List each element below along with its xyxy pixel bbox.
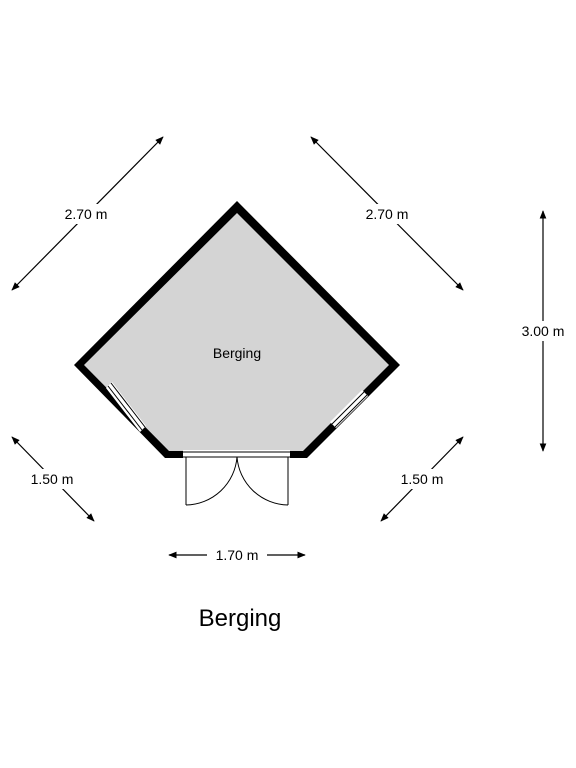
room-floor — [84, 213, 389, 451]
room-label: Berging — [213, 345, 261, 361]
svg-text:1.70 m: 1.70 m — [216, 547, 259, 563]
svg-text:2.70 m: 2.70 m — [366, 206, 409, 222]
right-window — [330, 390, 368, 428]
svg-text:3.00 m: 3.00 m — [522, 323, 565, 339]
svg-text:2.70 m: 2.70 m — [65, 206, 108, 222]
dimension-right-height: 3.00 m — [513, 210, 575, 452]
dimension-upper-right: 2.70 m — [310, 136, 464, 291]
dimension-bottom-width: 1.70 m — [168, 545, 306, 565]
dimension-upper-left: 2.70 m — [11, 136, 164, 291]
svg-text:1.50 m: 1.50 m — [31, 471, 74, 487]
dimension-lower-right: 1.50 m — [380, 436, 464, 522]
double-door — [183, 450, 290, 506]
left-window — [106, 382, 146, 432]
svg-text:1.50 m: 1.50 m — [401, 471, 444, 487]
plan-title: Berging — [199, 605, 282, 632]
dimension-lower-left: 1.50 m — [11, 436, 95, 522]
